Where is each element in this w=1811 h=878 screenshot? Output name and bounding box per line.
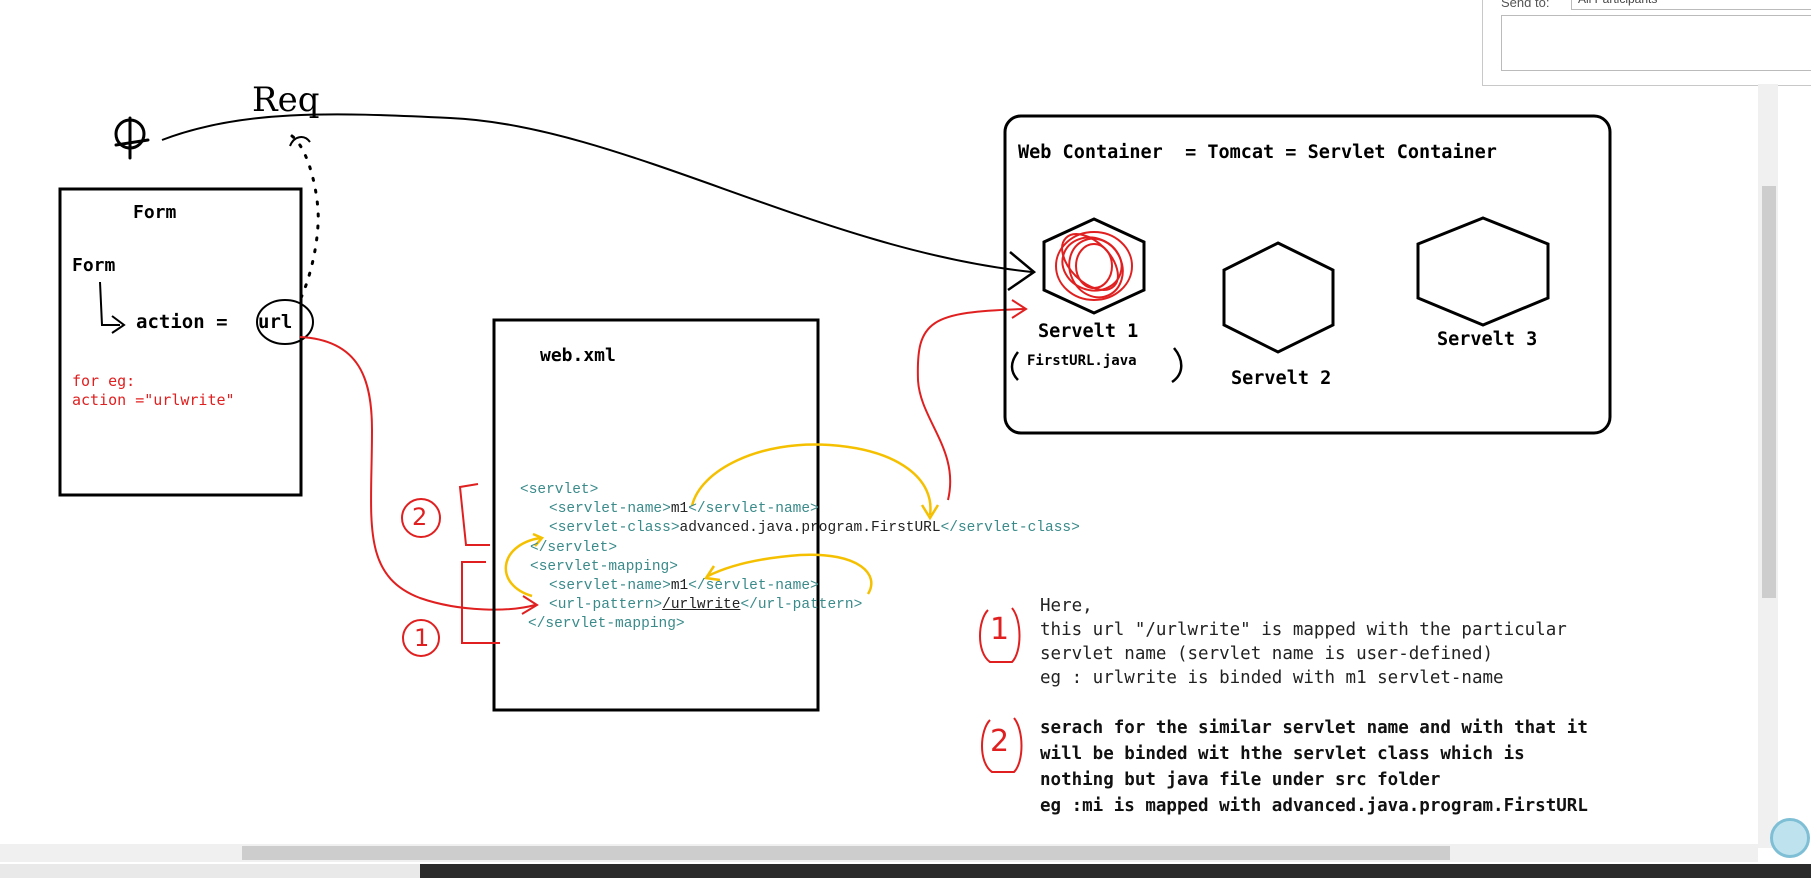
webxml-title: web.xml: [540, 345, 616, 366]
class-link-arrow: [690, 443, 932, 516]
note2-line: will be binded wit hthe servlet class wh…: [1040, 744, 1525, 764]
mapping-link-arrow: [707, 553, 873, 595]
xml-tag-close: </servlet-class>: [940, 520, 1080, 536]
url-circle: [256, 299, 314, 345]
chat-panel: Send to: All Participants: [1482, 0, 1811, 86]
marker-one: 1: [414, 624, 430, 652]
marker-one-circle: [402, 619, 440, 657]
xml-line: <servlet>: [520, 482, 598, 498]
user-figure: [114, 116, 150, 160]
note2-marker: [981, 717, 1023, 773]
request-arrowhead: [1007, 251, 1037, 292]
xml-tag-close: </url-pattern>: [740, 597, 863, 613]
note2: serach for the similar servlet name and …: [1040, 715, 1588, 819]
marker-two: 2: [412, 503, 428, 531]
action-label: action =: [136, 311, 228, 333]
servlet1-paren-right: [1171, 347, 1183, 384]
mapping-link-arrowhead: [703, 565, 721, 582]
zoom-icon[interactable]: [1770, 818, 1810, 858]
xml-line: <servlet-mapping>: [530, 559, 678, 575]
servlet3-label: Servelt 3: [1437, 329, 1538, 350]
xml-tag-open: <servlet-name>: [549, 578, 671, 594]
dotted-connector: [290, 134, 320, 302]
note1-line: servlet name (servlet name is user-defin…: [1040, 644, 1494, 664]
servlet1-hexagon: [1042, 217, 1146, 315]
xml-tag-open: <servlet-name>: [549, 501, 671, 517]
req-label: Req: [252, 80, 320, 120]
servlet2-hexagon: [1222, 241, 1335, 354]
xml-value: m1: [670, 578, 689, 594]
example-line1: for eg:: [72, 372, 136, 390]
xml-tag-open: <servlet>: [520, 482, 599, 498]
note2-line: nothing but java file under src folder: [1040, 770, 1441, 790]
form-title: Form: [133, 202, 177, 223]
bracket-two: [458, 483, 490, 546]
xml-tag-close: </servlet-name>: [688, 578, 819, 594]
chat-message-input[interactable]: [1501, 15, 1811, 71]
bracket-one: [461, 561, 500, 644]
xml-value: m1: [670, 501, 689, 517]
xml-line: </servlet>: [530, 540, 617, 556]
marker-two-circle: [401, 498, 441, 538]
send-to-select[interactable]: All Participants: [1571, 0, 1811, 10]
xml-line: </servlet-mapping>: [528, 616, 685, 632]
note1-line: eg : urlwrite is binded with m1 servlet-…: [1040, 668, 1504, 688]
url-to-pattern-arrow: [299, 336, 536, 611]
form-arrow: [99, 281, 126, 334]
url-to-pattern-arrowhead: [521, 595, 539, 615]
web-container-box: [1003, 114, 1612, 435]
servlet1-active-scribble: [1055, 231, 1133, 301]
xml-tag-open: <url-pattern>: [549, 597, 663, 613]
servlet-name-link-arrow: [504, 536, 541, 598]
send-to-label: Send to:: [1501, 0, 1550, 10]
xml-tag-open: </servlet-mapping>: [528, 616, 685, 632]
servlet1-file: FirstURL.java: [1027, 353, 1137, 369]
req-hook: [289, 136, 311, 147]
example-line2: action ="urlwrite": [72, 391, 235, 409]
form-tag: Form: [72, 255, 116, 276]
servlet1-label: Servelt 1: [1038, 321, 1139, 342]
xml-tag-close: </servlet-name>: [688, 501, 819, 517]
xml-tag-open: <servlet-class>: [549, 520, 680, 536]
class-to-servlet-arrowhead: [1011, 299, 1028, 319]
xml-value: advanced.java.program.FirstURL: [679, 520, 941, 536]
xml-line: <url-pattern>/urlwrite</url-pattern>: [549, 597, 862, 613]
servlet2-label: Servelt 2: [1231, 368, 1332, 389]
servlet1-paren-left: [1010, 351, 1020, 381]
note1-marker: [979, 607, 1021, 663]
xml-tag-open: </servlet>: [530, 540, 618, 556]
vertical-scroll-thumb[interactable]: [1762, 186, 1776, 598]
class-link-arrowhead: [920, 504, 940, 521]
note2-marker-label: 2: [990, 724, 1010, 759]
xml-value: /urlwrite: [662, 597, 741, 613]
class-to-servlet-arrow: [916, 308, 1025, 501]
horizontal-scroll-thumb[interactable]: [242, 846, 1450, 860]
note1-line: this url "/urlwrite" is mapped with the …: [1040, 620, 1567, 640]
container-title: Web Container = Tomcat = Servlet Contain…: [1018, 142, 1497, 163]
note2-line: eg :mi is mapped with advanced.java.prog…: [1040, 796, 1588, 816]
taskbar: [0, 864, 1811, 878]
note1-marker-label: 1: [990, 612, 1010, 647]
xml-line: <servlet-name>m1</servlet-name>: [549, 578, 819, 594]
taskbar-segment: [0, 864, 420, 878]
xml-line: <servlet-class>advanced.java.program.Fir…: [549, 520, 1080, 536]
xml-line: <servlet-name>m1</servlet-name>: [549, 501, 819, 517]
request-arrow: [161, 113, 1033, 273]
servlet-name-link-arrowhead: [532, 532, 545, 547]
note1: Here, this url "/urlwrite" is mapped wit…: [1040, 594, 1567, 690]
note1-line: Here,: [1040, 596, 1093, 616]
note2-line: serach for the similar servlet name and …: [1040, 718, 1588, 738]
xml-tag-open: <servlet-mapping>: [530, 559, 678, 575]
webxml-box: [492, 318, 820, 712]
servlet3-hexagon: [1416, 216, 1550, 327]
url-label: url: [258, 311, 293, 333]
form-box: [58, 187, 303, 497]
